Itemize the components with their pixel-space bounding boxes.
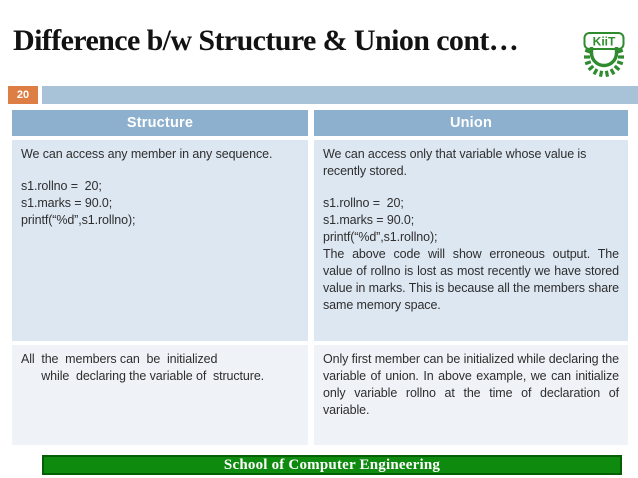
kiit-logo: KiiT <box>583 32 625 77</box>
cell-structure-initialization: All the members can be initialized while… <box>12 345 308 445</box>
structure-access-text: We can access any member in any sequence… <box>21 147 273 161</box>
kiit-logo-text: KiiT <box>593 35 616 49</box>
page-number-badge: 20 <box>8 86 38 104</box>
cell-union-access: We can access only that variable whose v… <box>314 140 628 341</box>
union-code-sample: s1.rollno = 20; s1.marks = 90.0; printf(… <box>323 196 438 244</box>
footer-banner: School of Computer Engineering <box>42 455 622 475</box>
strip-bar <box>42 86 638 104</box>
page-title: Difference b/w Structure & Union cont… <box>13 24 519 57</box>
kiit-logo-box <box>583 32 625 50</box>
union-initialization-text: Only first member can be initialized whi… <box>323 352 619 417</box>
union-erroneous-note: The above code will show erroneous outpu… <box>323 247 619 312</box>
union-access-text: We can access only that variable whose v… <box>323 147 587 178</box>
structure-code-sample: s1.rollno = 20; s1.marks = 90.0; printf(… <box>21 179 136 227</box>
column-header-structure: Structure <box>12 110 308 136</box>
cell-structure-access: We can access any member in any sequence… <box>12 140 308 341</box>
header-strip: 20 <box>8 86 638 104</box>
footer-text: School of Computer Engineering <box>223 456 441 473</box>
comparison-table: Structure Union We can access any member… <box>12 110 628 445</box>
column-header-union: Union <box>314 110 628 136</box>
cell-union-initialization: Only first member can be initialized whi… <box>314 345 628 445</box>
gear-horseshoe <box>589 47 619 68</box>
gear-teeth-icon <box>584 48 624 77</box>
